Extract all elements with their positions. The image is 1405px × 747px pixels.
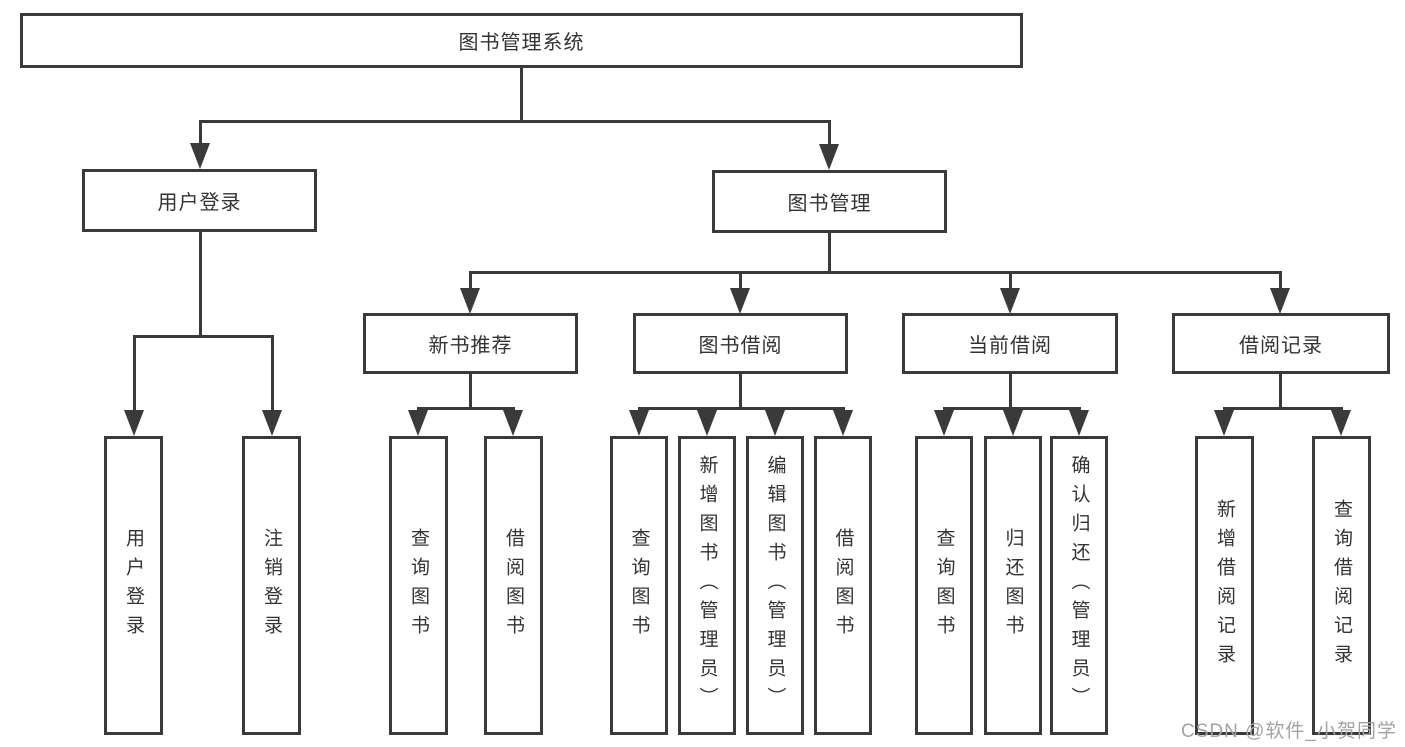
leaf-query-books: 查询图书 xyxy=(389,436,448,735)
csdn-watermark: CSDN @软件_小贺同学 xyxy=(1181,721,1397,742)
connector-line xyxy=(271,335,274,412)
node-label: 新增借阅记录 xyxy=(1214,498,1235,673)
node-label: 查询图书 xyxy=(933,527,955,644)
arrow-down-icon xyxy=(190,143,210,169)
node-book-borrowing: 图书借阅 xyxy=(633,313,848,374)
connector-line xyxy=(199,120,202,146)
node-label: 查询图书 xyxy=(628,527,650,644)
connector-line xyxy=(1009,374,1012,409)
connector-line xyxy=(739,271,742,291)
arrow-down-icon xyxy=(124,410,144,436)
node-label: 确认归还（管理员） xyxy=(1068,455,1090,716)
arrow-down-icon xyxy=(460,288,480,314)
leaf-borrow-books: 借阅图书 xyxy=(484,436,543,735)
arrow-down-icon xyxy=(262,410,282,436)
arrow-down-icon xyxy=(503,410,523,436)
leaf-add-borrow-record: 新增借阅记录 xyxy=(1195,436,1254,735)
connector-line xyxy=(417,407,515,410)
node-label: 用户登录 xyxy=(157,192,242,214)
connector-line xyxy=(1279,374,1282,409)
node-label: 注销登录 xyxy=(261,527,282,644)
connector-line xyxy=(1009,271,1012,291)
node-label: 当前借阅 xyxy=(968,335,1052,357)
arrow-down-icon xyxy=(934,410,954,436)
node-label: 新增图书（管理员） xyxy=(696,455,718,716)
connector-line xyxy=(943,407,1081,410)
node-label: 图书借阅 xyxy=(698,335,783,357)
arrow-down-icon xyxy=(1003,410,1023,436)
node-label: 借阅记录 xyxy=(1239,335,1323,357)
node-borrow-records: 借阅记录 xyxy=(1172,313,1390,374)
arrow-down-icon xyxy=(697,410,717,436)
connector-line xyxy=(469,374,472,409)
node-label: 图书管理系统 xyxy=(458,32,585,54)
connector-line xyxy=(469,271,1282,274)
arrow-down-icon xyxy=(1331,410,1351,436)
connector-line xyxy=(520,68,523,123)
arrow-down-icon xyxy=(833,410,853,436)
arrow-down-icon xyxy=(408,410,428,436)
leaf-borrow-books: 借阅图书 xyxy=(814,436,872,735)
leaf-query-books: 查询图书 xyxy=(915,436,973,735)
connector-line xyxy=(199,120,831,123)
node-label: 归还图书 xyxy=(1002,527,1024,644)
node-current-borrowing: 当前借阅 xyxy=(902,313,1118,374)
arrow-down-icon xyxy=(730,288,750,314)
connector-line xyxy=(469,271,472,291)
connector-line xyxy=(828,233,831,274)
arrow-down-icon xyxy=(1069,410,1089,436)
node-user-login: 用户登录 xyxy=(82,169,317,232)
connector-line xyxy=(1223,407,1343,410)
leaf-edit-books-admin: 编辑图书（管理员） xyxy=(746,436,804,735)
leaf-query-borrow-record: 查询借阅记录 xyxy=(1312,436,1371,735)
connector-line xyxy=(828,120,831,146)
arrow-down-icon xyxy=(1214,410,1234,436)
node-label: 查询借阅记录 xyxy=(1331,498,1352,673)
arrow-down-icon xyxy=(1000,288,1020,314)
node-library-management-system: 图书管理系统 xyxy=(20,13,1023,68)
arrow-down-icon xyxy=(765,410,785,436)
node-label: 借阅图书 xyxy=(832,527,854,644)
node-new-book-recommend: 新书推荐 xyxy=(363,313,578,374)
node-label: 图书管理 xyxy=(787,193,872,215)
leaf-confirm-return-admin: 确认归还（管理员） xyxy=(1050,436,1108,735)
connector-line xyxy=(133,335,274,338)
connector-line xyxy=(739,374,742,409)
node-label: 用户登录 xyxy=(123,527,144,644)
connector-line xyxy=(133,335,136,412)
node-label: 新书推荐 xyxy=(428,335,513,357)
connector-line xyxy=(199,232,202,338)
connector-line xyxy=(1279,271,1282,291)
arrow-down-icon xyxy=(1270,288,1290,314)
leaf-user-login: 用户登录 xyxy=(104,436,163,735)
leaf-add-books-admin: 新增图书（管理员） xyxy=(678,436,736,735)
node-label: 查询图书 xyxy=(408,527,429,644)
arrow-down-icon xyxy=(629,410,649,436)
node-label: 编辑图书（管理员） xyxy=(764,455,786,716)
arrow-down-icon xyxy=(819,144,839,170)
leaf-query-books: 查询图书 xyxy=(610,436,668,735)
node-book-management: 图书管理 xyxy=(712,170,947,233)
connector-line xyxy=(638,407,845,410)
node-label: 借阅图书 xyxy=(503,527,524,644)
leaf-logout: 注销登录 xyxy=(242,436,301,735)
leaf-return-books: 归还图书 xyxy=(984,436,1042,735)
